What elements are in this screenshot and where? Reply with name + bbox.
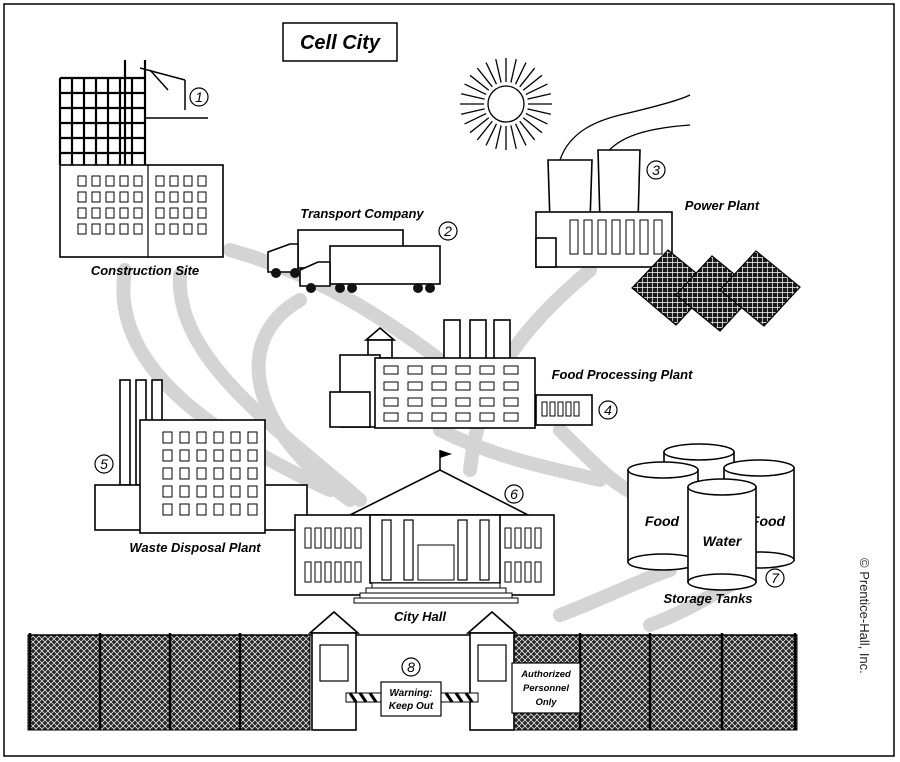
waste-windows xyxy=(162,431,258,516)
waste-disposal-plant: Waste Disposal Plant 5 xyxy=(94,379,308,555)
sun-ray xyxy=(485,62,498,85)
svg-text:6: 6 xyxy=(510,486,518,502)
tank-label-water: Water xyxy=(703,533,743,549)
food-processing-plant: Food Processing Plant 4 xyxy=(329,319,694,429)
label-storage-tanks: Storage Tanks xyxy=(663,591,752,606)
label-city-hall: City Hall xyxy=(394,609,446,624)
svg-text:8: 8 xyxy=(407,659,415,675)
sun-ray xyxy=(464,112,487,125)
sun-icon xyxy=(460,58,552,150)
city-hall: City Hall 6 xyxy=(294,450,555,624)
svg-text:5: 5 xyxy=(100,456,108,472)
fence: Warning: Keep Out Authorized Personnel O… xyxy=(27,610,798,731)
power-plant: Power Plant 3 xyxy=(535,94,801,332)
svg-text:Only: Only xyxy=(535,697,557,708)
tank-label-food-1: Food xyxy=(645,513,680,529)
marker-2: 2 xyxy=(438,221,458,241)
scaffold-frame xyxy=(58,60,147,165)
marker-4: 4 xyxy=(598,400,618,420)
power-windows xyxy=(569,219,663,255)
crane xyxy=(139,67,208,119)
marker-6: 6 xyxy=(504,484,524,504)
storage-tanks: Food Food Water Storage Tanks 7 xyxy=(627,443,795,606)
sun-ray xyxy=(464,83,487,96)
sun-ray xyxy=(522,74,543,91)
label-construction-site: Construction Site xyxy=(91,263,199,278)
sun-ray xyxy=(514,62,527,85)
solar-panels xyxy=(631,249,801,332)
marker-5: 5 xyxy=(94,454,114,474)
tank-label-food-2: Food xyxy=(751,513,786,529)
label-waste-disposal-plant: Waste Disposal Plant xyxy=(129,540,261,555)
columns xyxy=(381,519,490,581)
sun-ray xyxy=(495,59,502,83)
sun-ray xyxy=(495,125,502,149)
tank-front: Water xyxy=(687,478,757,591)
warning-sign: Warning: Keep Out xyxy=(380,681,442,717)
svg-text:Personnel: Personnel xyxy=(523,683,569,694)
sun-ray xyxy=(519,120,536,141)
sun-ray xyxy=(519,67,536,88)
copyright: © Prentice-Hall, Inc. xyxy=(857,558,872,674)
steps xyxy=(353,582,519,604)
transport-company: Transport Company 2 xyxy=(267,206,458,293)
sun-ray xyxy=(514,123,527,146)
svg-text:Keep Out: Keep Out xyxy=(389,701,434,712)
sun-ray xyxy=(525,112,548,125)
marker-8: 8 xyxy=(401,657,421,677)
city-hall-windows xyxy=(304,527,542,583)
svg-text:Authorized: Authorized xyxy=(520,669,571,680)
authorized-sign: Authorized Personnel Only xyxy=(511,662,581,714)
construction-windows xyxy=(77,175,207,235)
svg-text:Warning:: Warning: xyxy=(389,688,432,699)
sun-ray xyxy=(525,83,548,96)
label-transport-company: Transport Company xyxy=(300,206,424,221)
sun-ray xyxy=(485,123,498,146)
label-power-plant: Power Plant xyxy=(685,198,760,213)
sun-ray xyxy=(476,67,493,88)
sun-ray xyxy=(461,93,485,100)
marker-3: 3 xyxy=(646,160,666,180)
food-plant-windows xyxy=(383,365,580,422)
title: Cell City xyxy=(300,32,381,54)
truck-wheels xyxy=(271,268,435,293)
sun-ray xyxy=(522,117,543,134)
title-box: Cell City xyxy=(282,22,398,62)
gate-pillar-left xyxy=(307,610,361,731)
svg-text:4: 4 xyxy=(604,402,612,418)
svg-text:1: 1 xyxy=(195,89,203,105)
svg-text:2: 2 xyxy=(443,223,452,239)
sun-ray xyxy=(510,125,517,149)
svg-text:7: 7 xyxy=(771,570,780,586)
marker-7: 7 xyxy=(765,568,785,588)
label-food-processing-plant: Food Processing Plant xyxy=(552,367,694,382)
construction-site: Construction Site 1 xyxy=(58,60,224,278)
sun-ray xyxy=(461,108,485,115)
sun-ray xyxy=(527,93,551,100)
sun-ray xyxy=(510,59,517,83)
marker-1: 1 xyxy=(189,87,209,107)
sun-ray xyxy=(476,120,493,141)
sun-ray xyxy=(527,108,551,115)
sun-ray xyxy=(469,117,490,134)
gate-pillar-right xyxy=(465,610,519,731)
svg-text:3: 3 xyxy=(652,162,660,178)
sun-ray xyxy=(469,74,490,91)
